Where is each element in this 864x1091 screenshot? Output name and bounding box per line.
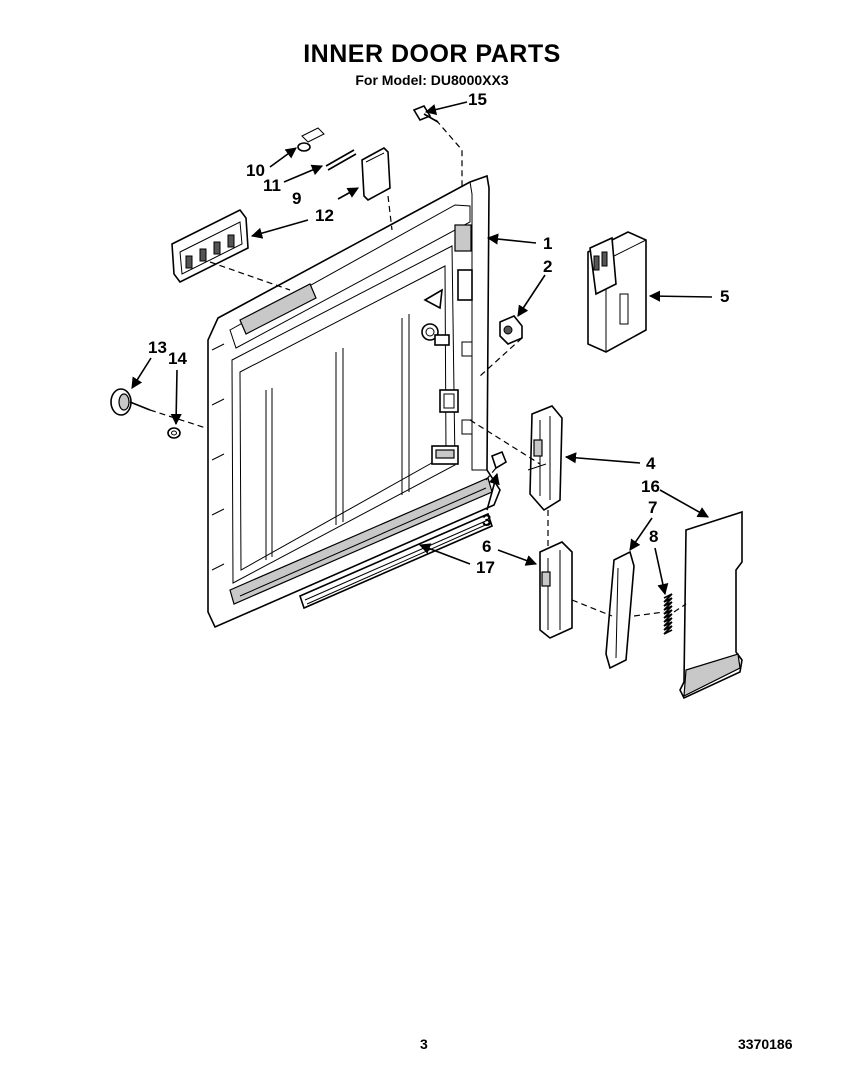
callout-4: 4 — [646, 454, 656, 473]
part-5-latch-housing — [587, 231, 647, 353]
part-16-panel — [679, 510, 743, 700]
callout-12: 12 — [315, 206, 334, 225]
callout-3: 3 — [482, 511, 491, 530]
callout-14: 14 — [168, 349, 187, 368]
part-13-knob — [110, 388, 151, 416]
part-4-latch — [527, 405, 563, 512]
callout-11: 11 — [263, 176, 281, 195]
part-12-bracket — [171, 208, 249, 284]
callout-10: 10 — [246, 161, 265, 180]
page-number: 3 — [420, 1036, 428, 1052]
part-7-lever — [605, 550, 635, 670]
callout-15: 15 — [468, 90, 487, 109]
callout-7: 7 — [648, 498, 657, 517]
callout-6: 6 — [482, 537, 491, 556]
callout-5: 5 — [720, 287, 729, 306]
alignment-lines — [149, 119, 687, 617]
callout-2: 2 — [543, 257, 552, 276]
callout-labels: 1 2 3 4 5 6 7 8 9 10 11 12 13 14 15 16 1… — [148, 90, 729, 577]
model-subtitle: For Model: DU8000XX3 — [355, 72, 509, 88]
part-17-vent-strip — [299, 512, 493, 610]
callout-1: 1 — [543, 234, 552, 253]
part-3-grommet — [491, 450, 507, 470]
part-11-pin — [325, 149, 357, 171]
callout-9: 9 — [292, 189, 301, 208]
inner-door-panel — [207, 174, 501, 629]
callout-16: 16 — [641, 477, 660, 496]
part-8-spring — [663, 593, 673, 635]
callout-13: 13 — [148, 338, 167, 357]
part-14-washer — [167, 427, 181, 439]
page-title: INNER DOOR PARTS — [303, 40, 561, 68]
callout-17: 17 — [476, 558, 495, 577]
part-9-cover — [361, 147, 391, 201]
part-15-screw — [412, 105, 439, 123]
part-6-actuator — [539, 541, 573, 639]
part-10-nut — [297, 127, 325, 152]
part-2-switch — [499, 315, 523, 345]
document-number: 3370186 — [738, 1036, 793, 1052]
callout-8: 8 — [649, 527, 658, 546]
leader-arrows — [131, 101, 713, 596]
